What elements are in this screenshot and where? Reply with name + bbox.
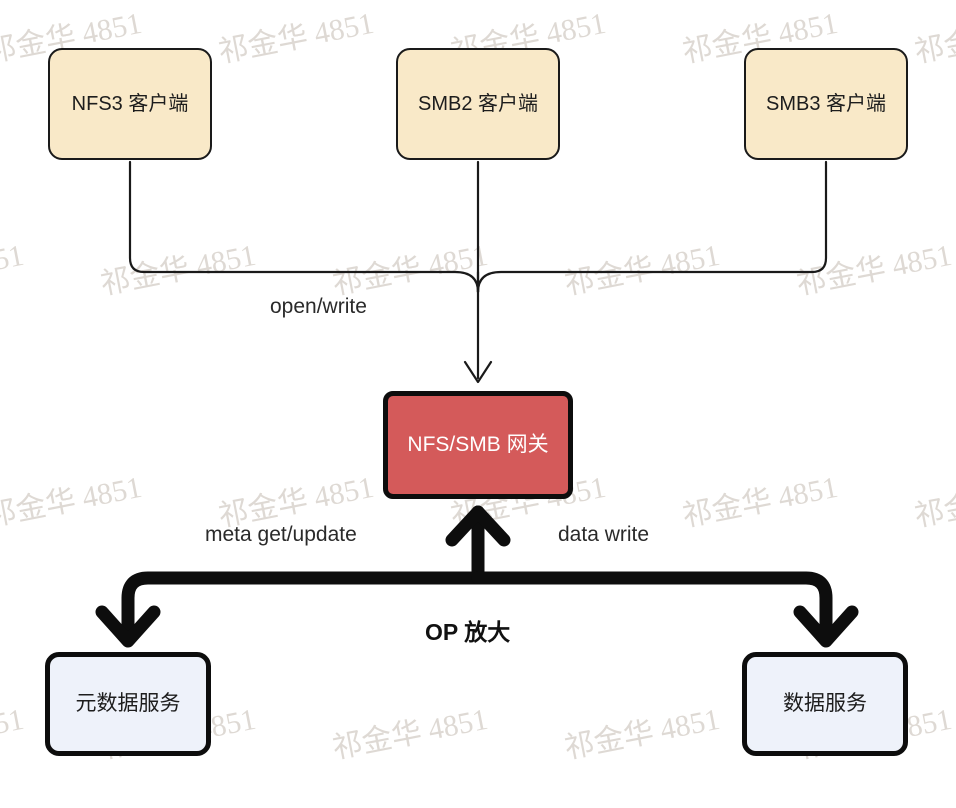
watermark-text: 祁金华 4851: [97, 238, 259, 302]
arrowhead-into-gateway: [463, 360, 493, 384]
node-metadata-service[interactable]: 元数据服务: [45, 652, 211, 756]
watermark-text: 祁金华 4851: [911, 7, 956, 70]
watermark-text: 祁金华 4851: [911, 471, 956, 534]
edge-smb3-to-gateway: [476, 160, 828, 294]
watermark-text: 祁金华 4851: [0, 702, 27, 765]
node-smb2-client-label: SMB2 客户端: [417, 92, 539, 115]
watermark-text: 祁金华 4851: [0, 470, 145, 534]
watermark-text: 祁金华 4851: [329, 702, 491, 766]
watermark-text: 祁金华 4851: [561, 702, 723, 766]
edge-label-open-write: open/write: [270, 295, 367, 319]
arrowhead-gateway-up: [445, 505, 511, 547]
node-smb3-client-label: SMB3 客户端: [765, 92, 887, 115]
edge-label-meta-get-update: meta get/update: [205, 523, 357, 547]
edge-label-op-amplification-text: OP 放大: [425, 619, 511, 645]
edge-label-meta-get-update-text: meta get/update: [205, 523, 357, 546]
arrowhead-data-down: [793, 605, 859, 648]
arrowhead-metadata-down: [95, 605, 161, 648]
watermark-text: 祁金华 4851: [679, 470, 841, 534]
node-nfs-smb-gateway[interactable]: NFS/SMB 网关: [383, 391, 573, 499]
watermark-text: 祁金华 4851: [215, 6, 377, 70]
node-nfs3-client[interactable]: NFS3 客户端: [48, 48, 212, 160]
edge-label-data-write: data write: [558, 523, 649, 547]
edge-label-open-write-text: open/write: [270, 295, 367, 318]
node-smb2-client[interactable]: SMB2 客户端: [396, 48, 560, 160]
node-metadata-service-label: 元数据服务: [75, 691, 181, 715]
edge-nfs3-to-gateway: [128, 160, 480, 294]
watermark-text: 祁金华 4851: [561, 238, 723, 302]
node-data-service[interactable]: 数据服务: [742, 652, 908, 756]
watermark-text: 祁金华 4851: [329, 238, 491, 302]
edge-bus-to-data: [471, 571, 833, 647]
watermark-text: 祁金华 4851: [793, 238, 955, 302]
node-smb3-client[interactable]: SMB3 客户端: [744, 48, 908, 160]
edge-label-op-amplification: OP 放大: [425, 613, 510, 647]
watermark-text: 祁金华 4851: [0, 238, 27, 301]
node-data-service-label: 数据服务: [783, 691, 867, 715]
edge-label-data-write-text: data write: [558, 523, 650, 546]
node-nfs-smb-gateway-label: NFS/SMB 网关: [407, 432, 549, 456]
node-nfs3-client-label: NFS3 客户端: [71, 92, 189, 115]
